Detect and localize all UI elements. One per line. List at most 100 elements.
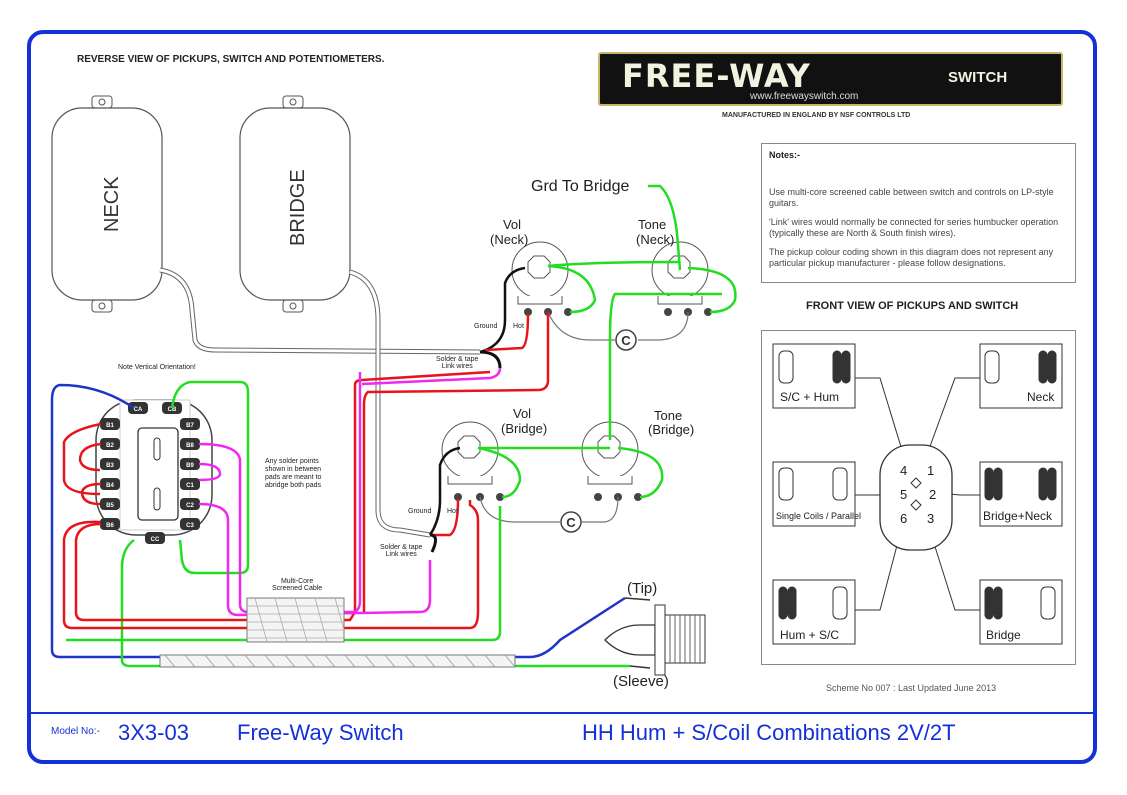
position-label: Neck xyxy=(1027,390,1055,404)
vol-bridge-label: Vol xyxy=(513,406,532,421)
switch-pad: CA xyxy=(128,402,148,414)
scheme-text: Scheme No 007 : Last Updated June 2013 xyxy=(826,683,997,693)
vol-bridge-pot xyxy=(441,421,504,501)
logo-suffix: SWITCH xyxy=(948,69,1008,86)
notes-box: Notes:- Use multi-core screened cable be… xyxy=(761,143,1076,283)
pad-label: B3 xyxy=(106,463,114,469)
manufacturer-text: MANUFACTURED IN ENGLAND BY NSF CONTROLS … xyxy=(722,112,911,119)
vertical-orientation-note: Note Vertical Orientation! xyxy=(118,364,196,371)
switch-pad: C1 xyxy=(180,478,200,490)
switch-pad: C2 xyxy=(180,498,200,510)
tone-neck-pot xyxy=(651,241,712,316)
pad-label: CB xyxy=(168,407,177,413)
freeway-logo: FREE-WAY SWITCH www.freewayswitch.com xyxy=(598,52,1063,106)
product-name: Free-Way Switch xyxy=(237,720,404,745)
pad-label: CC xyxy=(151,537,160,543)
switch-number: 2 xyxy=(929,487,937,502)
hot-label: Hot xyxy=(513,323,524,330)
tone-bridge-pot xyxy=(581,421,642,501)
capacitor-neck xyxy=(615,329,637,351)
cap-label: C xyxy=(621,333,631,348)
pad-label: B2 xyxy=(106,443,114,449)
grd-to-bridge-label: Grd To Bridge xyxy=(531,178,630,195)
vol-neck-pot xyxy=(511,241,572,316)
switch-pad: B8 xyxy=(180,438,200,450)
position-label: Hum + S/C xyxy=(780,628,840,642)
hot-label: Hot xyxy=(447,508,458,515)
switch-pad: B6 xyxy=(100,518,120,530)
ground-label: Ground xyxy=(474,323,498,330)
solder-tape-line: Solder & tape xyxy=(380,544,423,551)
solder-points-line: abridge both pads xyxy=(265,482,322,489)
pad-label: C3 xyxy=(186,523,194,529)
neck-pickup-label: NECK xyxy=(101,176,123,232)
bridge-pickup xyxy=(239,95,351,313)
pad-label: B9 xyxy=(186,463,194,469)
switch-pad: B7 xyxy=(180,418,200,430)
position-label: Bridge+Neck xyxy=(983,509,1053,523)
switch-number: 5 xyxy=(900,487,908,502)
pad-label: B5 xyxy=(106,503,114,509)
switch-front xyxy=(879,444,953,551)
switch-pad: B3 xyxy=(100,458,120,470)
model-number: 3X3-03 xyxy=(118,720,189,745)
pad-label: B6 xyxy=(106,523,114,529)
pad-label: B1 xyxy=(106,423,114,429)
switch-number: 3 xyxy=(927,511,935,526)
vol-neck-sublabel: (Neck) xyxy=(490,232,529,247)
pad-label: C2 xyxy=(186,503,194,509)
product-description: HH Hum + S/Coil Combinations 2V/2T xyxy=(582,720,956,745)
sleeve-label: (Sleeve) xyxy=(613,673,669,690)
tone-bridge-sublabel: (Bridge) xyxy=(648,422,695,437)
note-line: 'Link' wires would normally be connected… xyxy=(769,217,1059,238)
multicore-line: Screened Cable xyxy=(272,585,323,592)
solder-tape-line: Link wires xyxy=(441,363,473,370)
neck-pickup xyxy=(51,95,163,313)
model-label: Model No:- xyxy=(51,726,100,737)
diagram-title: REVERSE VIEW OF PICKUPS, SWITCH AND POTE… xyxy=(77,54,385,65)
solder-tape-note: Solder & tape Link wires xyxy=(436,356,478,370)
multicore-label: Multi-Core Screened Cable xyxy=(272,578,322,592)
output-jack xyxy=(604,597,706,676)
tone-bridge-label: Tone xyxy=(654,408,683,423)
switch-pad: B9 xyxy=(180,458,200,470)
tone-neck-label: Tone xyxy=(638,217,667,232)
front-view-title: FRONT VIEW OF PICKUPS AND SWITCH xyxy=(806,300,1019,312)
pad-label: B7 xyxy=(186,423,194,429)
vol-bridge-sublabel: (Bridge) xyxy=(501,421,548,436)
solder-points-line: pads are meant to xyxy=(265,474,322,481)
notes-title: Notes:- xyxy=(769,150,800,160)
capacitor-bridge xyxy=(560,511,582,533)
multicore-cable xyxy=(246,597,345,643)
solder-points-line: shown in between xyxy=(265,466,322,473)
multicore-line: Multi-Core xyxy=(280,578,314,585)
position-label: Single Coils / Parallel xyxy=(776,511,862,521)
switch-number: 6 xyxy=(900,511,908,526)
logo-name: FREE-WAY xyxy=(622,57,811,95)
footer-divider xyxy=(31,712,1093,714)
pad-label: CA xyxy=(134,407,143,413)
pad-label: B8 xyxy=(186,443,194,449)
tip-label: (Tip) xyxy=(627,580,658,597)
ground-label: Ground xyxy=(408,508,432,515)
note-line: Use multi-core screened cable between sw… xyxy=(769,187,1054,208)
pad-label: B4 xyxy=(106,483,114,489)
switch-number: 1 xyxy=(927,463,935,478)
switch-number: 4 xyxy=(900,463,908,478)
bridge-pickup-label: BRIDGE xyxy=(287,169,309,246)
switch-pad: B5 xyxy=(100,498,120,510)
note-line: The pickup colour coding shown in this d… xyxy=(769,247,1054,268)
cap-label: C xyxy=(566,515,576,530)
tone-neck-sublabel: (Neck) xyxy=(636,232,675,247)
position-label: S/C + Hum xyxy=(780,390,840,404)
switch-pad: B2 xyxy=(100,438,120,450)
pad-label: C1 xyxy=(186,483,194,489)
logo-url: www.freewayswitch.com xyxy=(750,91,859,102)
solder-tape-note: Solder & tape Link wires xyxy=(380,544,422,558)
solder-points-line: Any solder points xyxy=(265,458,319,465)
solder-tape-line: Solder & tape xyxy=(436,356,479,363)
solder-points-note: Any solder points shown in between pads … xyxy=(265,458,321,490)
page-border xyxy=(27,30,1097,764)
switch-pad: C3 xyxy=(180,518,200,530)
